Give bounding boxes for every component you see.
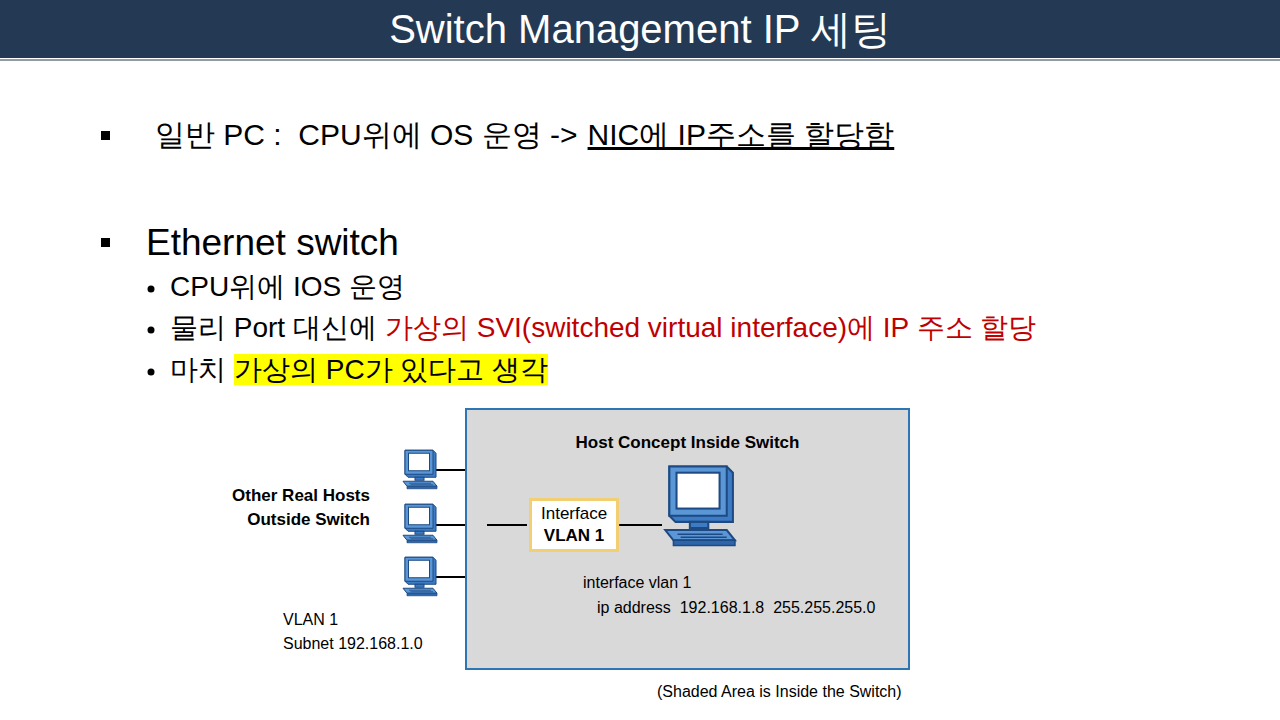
bullet-line: 일반 PC : CPU위에 OS 운영 -> NIC에 IP주소를 할당함 bbox=[155, 116, 894, 154]
highlighted-text: 가상의 PC가 있다고 생각 bbox=[234, 354, 548, 385]
vlan-label: VLAN 1 bbox=[541, 525, 607, 547]
bullet-dot bbox=[148, 327, 155, 334]
underlined-text: NIC에 IP주소를 할당함 bbox=[588, 118, 895, 151]
host-pc-icon bbox=[403, 504, 437, 543]
slide-title: Switch Management IP 세팅 bbox=[0, 5, 1280, 53]
interface-label: Interface bbox=[541, 503, 607, 525]
bullet-line: Ethernet switch bbox=[146, 220, 399, 265]
config-text: interface vlan 1 bbox=[583, 571, 692, 595]
box-heading: Host Concept Inside Switch bbox=[467, 432, 908, 454]
bullet-line: 마치 가상의 PC가 있다고 생각 bbox=[170, 352, 548, 388]
bullet-square bbox=[101, 238, 110, 247]
bullet-dot bbox=[148, 369, 155, 376]
bullet-text: 물리 Port 대신에 bbox=[170, 312, 377, 343]
bullet-text: 마치 bbox=[170, 354, 226, 385]
bullet-text: CPU위에 IOS 운영 bbox=[170, 271, 405, 302]
subnet-label: Subnet 192.168.1.0 bbox=[283, 632, 423, 656]
bullet-text: 일반 PC : CPU위에 OS 운영 -> bbox=[155, 118, 578, 151]
switch-boundary: Host Concept Inside SwitchInterfaceVLAN … bbox=[465, 408, 910, 670]
bullet-line: 물리 Port 대신에 가상의 SVI(switched virtual inte… bbox=[170, 310, 1036, 346]
hosts-label: Other Real Hosts Outside Switch bbox=[210, 484, 370, 532]
title-bar bbox=[0, 0, 1280, 58]
bullet-square bbox=[101, 131, 110, 140]
bullet-dot bbox=[148, 286, 155, 293]
emphasis-text: 가상의 SVI(switched virtual interface)에 IP … bbox=[385, 312, 1036, 343]
note: (Shaded Area is Inside the Switch) bbox=[657, 680, 902, 704]
interface-box: InterfaceVLAN 1 bbox=[529, 498, 619, 552]
subnet-label: VLAN 1 bbox=[283, 608, 338, 632]
host-pc-icon bbox=[403, 450, 437, 489]
bullet-text: Ethernet switch bbox=[146, 222, 399, 263]
title-rule bbox=[0, 60, 1280, 61]
config-text: ip address 192.168.1.8 255.255.255.0 bbox=[597, 596, 875, 620]
host-pc-icon bbox=[403, 557, 437, 596]
bullet-line: CPU위에 IOS 운영 bbox=[170, 269, 405, 305]
